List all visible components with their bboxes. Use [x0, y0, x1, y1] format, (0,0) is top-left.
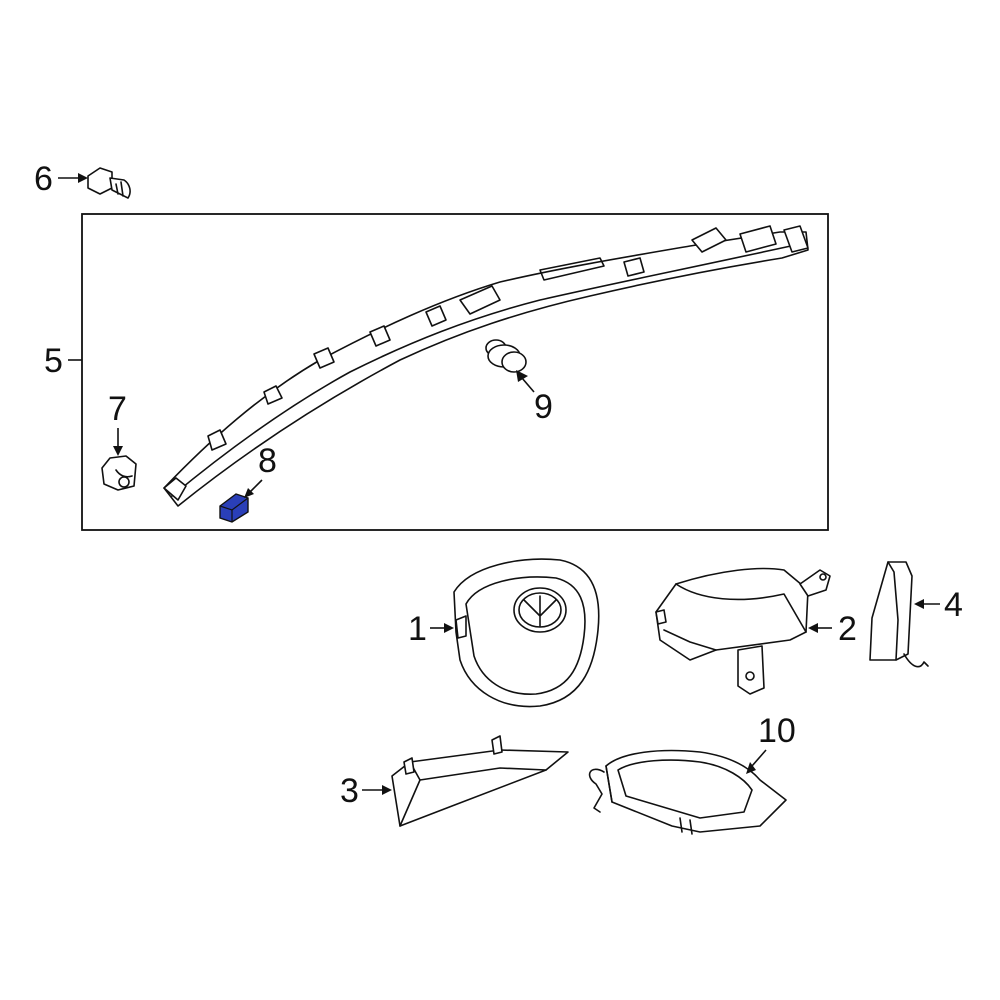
callout-6: 6	[34, 160, 88, 198]
svg-text:1: 1	[408, 610, 427, 648]
part-8-sensor[interactable]	[219, 493, 249, 523]
callout-5: 5	[44, 342, 82, 380]
part-1-steering-wheel-airbag[interactable]	[453, 558, 600, 708]
part-2-passenger-airbag[interactable]	[655, 567, 831, 695]
part-4-side-airbag[interactable]	[869, 561, 929, 668]
svg-text:9: 9	[534, 388, 553, 426]
part-10-cushion-airbag[interactable]	[588, 749, 787, 835]
svg-text:8: 8	[258, 442, 277, 480]
callout-7: 7	[108, 390, 127, 456]
svg-text:7: 7	[108, 390, 127, 428]
svg-text:4: 4	[944, 586, 963, 624]
svg-text:6: 6	[34, 160, 53, 198]
svg-text:10: 10	[758, 712, 796, 750]
part-5-curtain-airbag[interactable]	[163, 225, 809, 507]
callout-3: 3	[340, 772, 392, 810]
callout-4: 4	[914, 586, 963, 624]
part-7-clip[interactable]	[101, 455, 137, 491]
callout-9: 9	[516, 370, 553, 426]
callout-8: 8	[244, 442, 277, 498]
curtain-airbag-group-box	[81, 213, 829, 531]
part-3-knee-airbag[interactable]	[391, 735, 569, 827]
callout-1: 1	[408, 610, 454, 648]
part-9-clip[interactable]	[485, 339, 527, 373]
callout-2: 2	[808, 610, 857, 648]
svg-text:2: 2	[838, 610, 857, 648]
part-6-bolt[interactable]	[87, 167, 131, 199]
svg-text:3: 3	[340, 772, 359, 810]
svg-text:5: 5	[44, 342, 63, 380]
callout-10: 10	[746, 712, 796, 774]
